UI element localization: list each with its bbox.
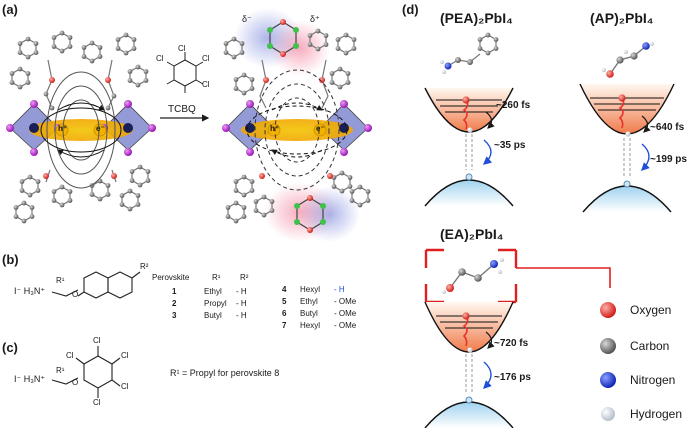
c-cl-upper-right: Cl	[121, 351, 129, 360]
carbon-legend-icon	[600, 338, 616, 354]
table-row-r2: - H	[236, 299, 247, 308]
b-formula-prefix: I⁻ H₃N⁺	[14, 286, 46, 296]
c-formula-prefix: I⁻ H₃N⁺	[14, 374, 46, 384]
pea-band-diagram	[424, 87, 514, 207]
legend-carbon: Carbon	[630, 339, 670, 353]
organic-spacers-right	[223, 28, 371, 224]
table-row-num: 5	[282, 297, 287, 306]
tcbq-bound-bottom	[294, 195, 326, 233]
tcbq-cl-3: Cl	[156, 54, 164, 63]
ea-band-diagram	[424, 301, 514, 428]
oxygen-legend-icon	[600, 302, 616, 318]
c-cl-left: Cl	[66, 351, 74, 360]
c-cl-bottom: Cl	[93, 398, 101, 407]
table-row-r1: Butyl	[300, 309, 318, 318]
tcbq-label: TCBQ	[168, 104, 196, 115]
field-lines-left	[40, 71, 122, 189]
perovskite-table-right: 4 Hexyl - H 5 Ethyl - OMe 6 Butyl - OMe …	[282, 284, 392, 332]
electron-right-label: e⁻	[316, 124, 325, 133]
legend-oxygen: Oxygen	[630, 303, 672, 317]
perovskite-structure-left	[6, 30, 156, 224]
b-r2: R²	[140, 262, 149, 271]
ap-slow-time: ~199 ps	[650, 154, 687, 165]
table-row-r2: - OMe	[334, 297, 357, 306]
tetrachlorophenyl-structure-c	[51, 346, 121, 398]
table-row-r1: Ethyl	[204, 287, 222, 296]
b-r1: R¹	[56, 276, 65, 285]
pea-molecule	[440, 31, 499, 74]
tcbq-molecule	[160, 52, 210, 122]
ap-band-diagram	[579, 83, 675, 213]
table-row-r2: - H	[334, 285, 345, 294]
table-row-r1: Hexyl	[300, 285, 321, 294]
pea-fast-time: ~260 fs	[496, 100, 531, 111]
tcbq-cl-1: Cl	[178, 44, 186, 53]
hydrogen-legend-icon	[601, 407, 615, 421]
table-row-r2: - H	[236, 287, 247, 296]
delta-minus-label: δ⁻	[242, 14, 252, 24]
tcbq-cl-2: Cl	[202, 54, 210, 63]
table-row-num: 1	[172, 287, 177, 296]
exciton-cloud-right	[241, 119, 353, 141]
table-row-num: 3	[172, 311, 177, 320]
electron-right	[313, 123, 327, 137]
panel-d-label: (d)	[402, 2, 419, 17]
table-header-r1: R¹	[212, 273, 221, 282]
electron-left	[93, 123, 107, 137]
table-row-num: 4	[282, 285, 287, 294]
hole-left-label: h⁺	[58, 124, 68, 133]
table-row-r2: - H	[236, 311, 247, 320]
perovskite-table-left: Perovskite R¹ R² 1 Ethyl - H 2 Propyl - …	[152, 272, 272, 322]
table-row-num: 6	[282, 309, 287, 318]
tcbq-cl-4: Cl	[202, 80, 210, 89]
ap-fast-time: ~640 fs	[650, 122, 685, 133]
pbi-octahedra-right	[222, 100, 372, 156]
hole-right	[267, 123, 281, 137]
tcbq-bound-top	[267, 19, 299, 57]
table-row-r2: - OMe	[334, 321, 357, 330]
table-row-num: 7	[282, 321, 287, 330]
table-row-r1: Propyl	[204, 299, 227, 308]
panel-a-label: (a)	[2, 2, 18, 17]
legend-spheres	[600, 302, 616, 421]
table-row-r1: Ethyl	[300, 297, 318, 306]
legend-hydrogen: Hydrogen	[630, 407, 683, 421]
table-row-r1: Hexyl	[300, 321, 321, 330]
table-row-r2: - OMe	[334, 309, 357, 318]
nitrogen-legend-icon	[600, 372, 616, 388]
table-row-num: 2	[172, 299, 177, 308]
ap-title: (AP)₂PbI₄	[590, 10, 654, 26]
c-cl-top: Cl	[93, 336, 101, 345]
panel-b-label: (b)	[2, 252, 19, 267]
hole-left	[55, 123, 69, 137]
c-note: R¹ = Propyl for perovskite 8	[170, 368, 280, 378]
ea-title: (EA)₂PbI₄	[440, 226, 504, 242]
hole-right-label: h⁺	[270, 124, 280, 133]
organic-spacers-left	[9, 30, 151, 224]
table-header-perovskite: Perovskite	[152, 273, 190, 282]
pea-title: (PEA)₂PbI₄	[440, 10, 513, 26]
field-lines-right	[246, 69, 348, 191]
ea-fast-time: ~720 fs	[494, 338, 529, 349]
perovskite-structure-right	[222, 8, 372, 242]
delta-plus-label: δ⁺	[310, 14, 320, 24]
c-r1: R¹	[56, 366, 65, 375]
c-oxygen: O	[72, 378, 79, 387]
table-header-r2: R²	[240, 273, 249, 282]
b-oxygen: O	[72, 290, 79, 299]
exciton-cloud-left	[29, 119, 133, 141]
electron-left-label: e⁻	[96, 124, 105, 133]
table-row-r1: Butyl	[204, 311, 222, 320]
ea-slow-time: ~176 ps	[494, 372, 531, 383]
legend-nitrogen: Nitrogen	[630, 373, 676, 387]
ap-molecule	[602, 42, 654, 78]
pea-slow-time: ~35 ps	[494, 140, 526, 151]
naphthalene-structure-b	[51, 271, 141, 299]
panel-c-label: (c)	[2, 340, 18, 355]
c-cl-lower-right: Cl	[121, 382, 129, 391]
ea-molecule-box	[424, 248, 611, 304]
